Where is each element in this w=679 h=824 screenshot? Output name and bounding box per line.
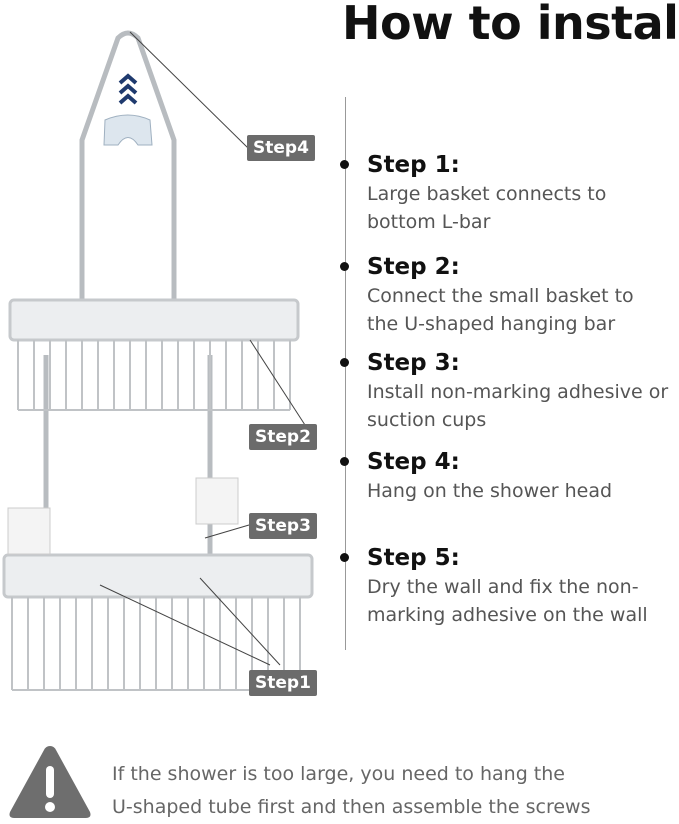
step3-label: Step3 — [249, 513, 317, 539]
step-heading: Step 1: — [367, 152, 460, 178]
step-text: Install non-marking adhesive or suction … — [367, 381, 669, 431]
divider-line — [345, 97, 346, 650]
bullet — [340, 457, 349, 466]
step-text: Hang on the shower head — [367, 480, 613, 502]
step-text: Large basket connects to bottom L-bar — [367, 183, 607, 233]
step2-label: Step2 — [249, 424, 317, 450]
step-4: Step 4: Hang on the shower head — [340, 447, 679, 505]
step-2: Step 2: Connect the small basket to the U… — [340, 252, 679, 338]
note-line: U-shaped tube first and then assemble th… — [112, 796, 591, 818]
step-heading: Step 3: — [367, 350, 460, 376]
step-heading: Step 5: — [367, 545, 460, 571]
bullet — [340, 262, 349, 271]
warning-note: If the shower is too large, you need to … — [112, 758, 591, 824]
step-heading: Step 2: — [367, 254, 460, 280]
step4-label: Step4 — [247, 135, 315, 161]
bullet — [340, 358, 349, 367]
step-text: Connect the small basket to the U-shaped… — [367, 285, 634, 335]
step-3: Step 3: Install non-marking adhesive or s… — [340, 348, 679, 434]
step-heading: Step 4: — [367, 449, 460, 475]
page-title: How to install — [342, 0, 679, 50]
step-1: Step 1: Large basket connects to bottom L… — [340, 150, 679, 236]
bullet — [340, 160, 349, 169]
step-5: Step 5: Dry the wall and fix the non-mark… — [340, 543, 679, 629]
warning-triangle-icon — [9, 746, 91, 818]
bullet — [340, 553, 349, 562]
chevron-up-icon — [118, 73, 138, 105]
step-text: Dry the wall and fix the non-marking adh… — [367, 576, 648, 626]
shower-caddy-illustration — [2, 30, 314, 691]
note-line: If the shower is too large, you need to … — [112, 763, 565, 785]
step1-label: Step1 — [249, 670, 317, 696]
